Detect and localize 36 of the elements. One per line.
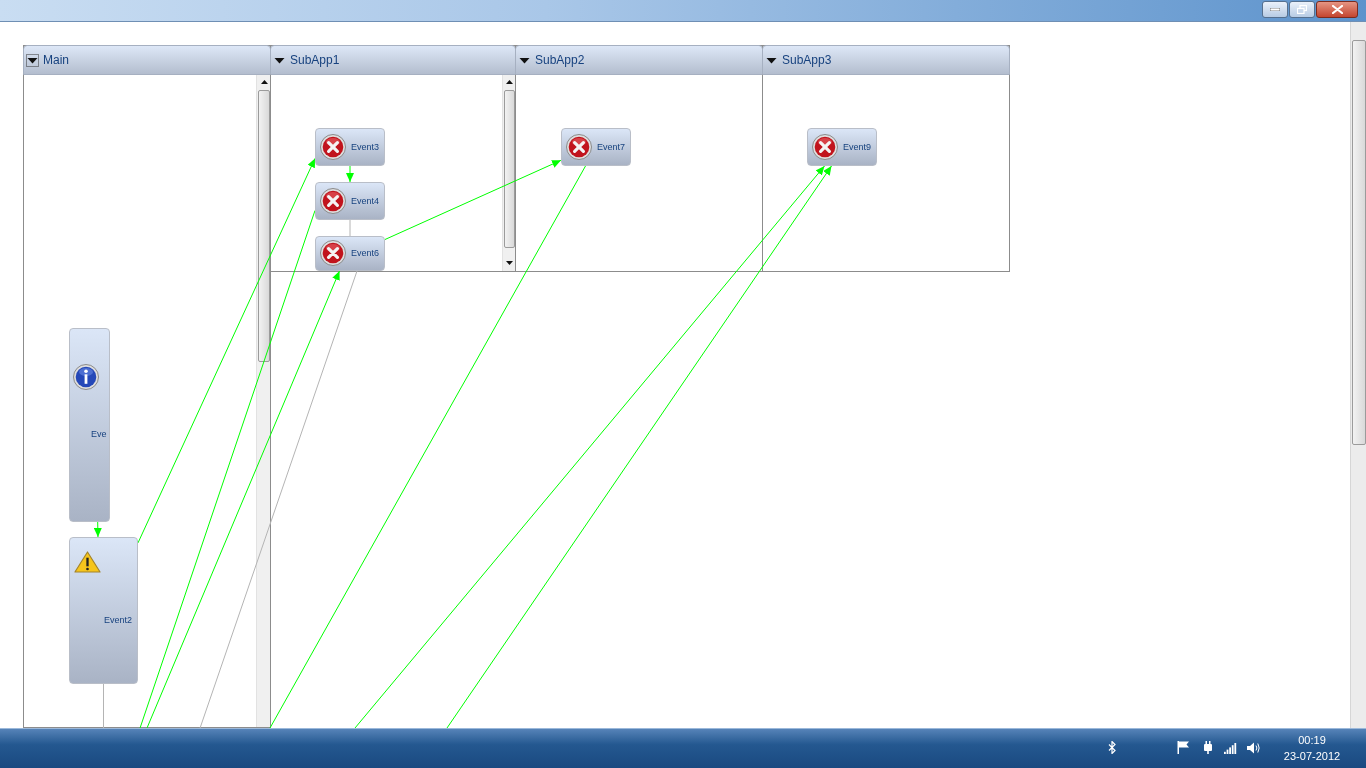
event-node [561,128,631,166]
connector-line [103,683,104,729]
event-label: Event7 [597,142,626,153]
connector-line [349,219,351,237]
event-node [69,537,138,684]
clock-date: 23-07-2012 [1282,750,1342,763]
event-node [69,328,110,522]
arrow [93,521,102,538]
event-label: Event9 [843,142,872,153]
event-label: Event3 [351,142,380,153]
connector-line [199,270,358,729]
event-node [315,128,385,166]
event-label: Event2 [104,615,133,626]
lane-title: Main [43,53,69,67]
event-label: Eve [91,429,107,440]
clock-time: 00:19 [1297,734,1327,747]
lane-title: SubApp1 [290,53,340,67]
arrow [346,165,354,183]
event-node [807,128,877,166]
arrow [146,270,340,729]
swimlane [515,45,763,272]
arrow [354,165,825,729]
event-node [315,236,385,271]
event-label: Event6 [351,248,380,259]
swimlane [762,45,1010,272]
connector-line [139,210,316,729]
lane-title: SubApp3 [782,53,832,67]
event-node [315,182,385,220]
arrow [384,159,562,240]
arrow [137,157,316,544]
arrow [446,165,832,729]
connector-line [269,165,586,729]
swimlane [270,45,516,272]
event-label: Event4 [351,196,380,207]
lane-title: SubApp2 [535,53,585,67]
swimlane [23,45,271,728]
